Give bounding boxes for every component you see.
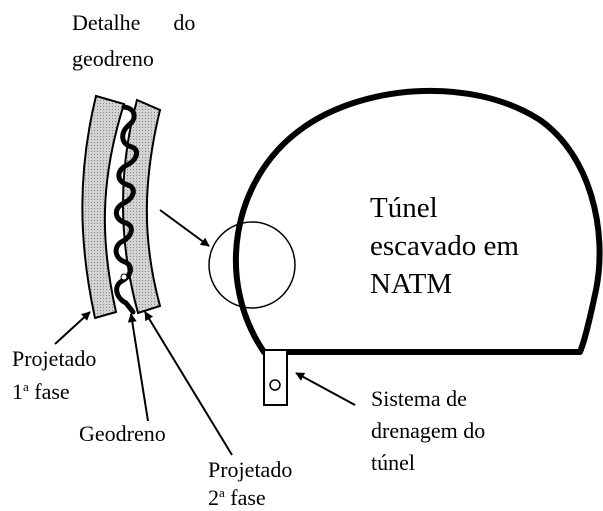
label-tunel: Túnel bbox=[370, 192, 438, 224]
label-detalhe: Detalhe do bbox=[72, 9, 195, 36]
geodrain-drain-hole bbox=[120, 273, 128, 281]
label-projetado-1-number: 1 bbox=[12, 379, 23, 404]
arrow-geodreno bbox=[127, 313, 149, 422]
label-projetado-1-ordinal: a bbox=[23, 379, 29, 394]
label-projetado-2-fase: 2a fase bbox=[208, 484, 266, 511]
label-projetado-1: Projetado bbox=[12, 346, 97, 371]
label-projetado-2-ordinal: a bbox=[219, 485, 225, 500]
drainage-pipe-hole bbox=[269, 379, 281, 391]
label-natm: NATM bbox=[370, 268, 453, 300]
geodrain-core bbox=[113, 104, 140, 315]
detail-circle bbox=[208, 221, 296, 309]
shotcrete-layer-1 bbox=[81, 94, 126, 320]
label-escavado: escavado em bbox=[370, 230, 519, 262]
label-projetado-1-word: fase bbox=[34, 379, 70, 404]
label-detalhe-do: do bbox=[173, 10, 196, 35]
label-detalhe-word: Detalhe bbox=[72, 10, 141, 35]
label-drenagem: drenagem do bbox=[371, 418, 486, 443]
label-projetado-2-word: fase bbox=[230, 485, 266, 510]
label-tunel-small: túnel bbox=[371, 450, 415, 475]
label-projetado-2: Projetado bbox=[208, 457, 293, 482]
arrow-projetado-2 bbox=[144, 311, 233, 456]
label-projetado-2-number: 2 bbox=[208, 485, 219, 510]
label-projetado-1-fase: 1a fase bbox=[12, 378, 70, 405]
shotcrete-layer-2 bbox=[121, 98, 162, 315]
arrow-sistema-drenagem bbox=[295, 372, 356, 406]
label-geodreno-title: geodreno bbox=[72, 46, 154, 71]
arrow-projetado-1 bbox=[54, 311, 91, 345]
arrow-to-detail-circle bbox=[159, 209, 210, 247]
tunnel-outline bbox=[232, 87, 603, 355]
label-geodreno: Geodreno bbox=[79, 421, 166, 446]
drainage-pipe bbox=[263, 349, 288, 406]
label-sistema: Sistema de bbox=[371, 386, 467, 411]
